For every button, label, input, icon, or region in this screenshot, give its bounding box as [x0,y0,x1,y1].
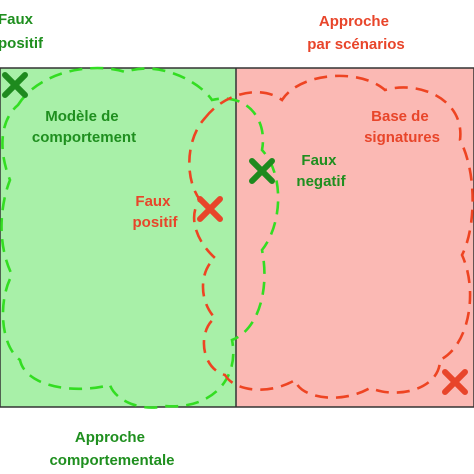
signature-base-label: Base de signatures [364,108,440,146]
signature-base-cloud [188,74,474,400]
behaviour-model-label: Modèle de comportement [32,108,136,146]
false-positive-top-label: Faux positif [0,11,44,52]
scenario-approach-label: Approche par scénarios [307,13,405,53]
cross-icon-red [197,196,223,222]
red-panel [236,68,474,407]
cross-icon-green [249,158,275,184]
panel-border [0,67,474,408]
behaviour-model-cloud [0,66,280,409]
false-negative-label: Faux negatif [296,152,346,190]
green-panel [0,68,236,407]
false-positive-mid-label: Faux positif [133,193,179,231]
behavioural-approach-label: Approche comportementale [49,429,174,469]
cross-icon-red [442,369,468,395]
cross-icon-green [2,72,28,98]
